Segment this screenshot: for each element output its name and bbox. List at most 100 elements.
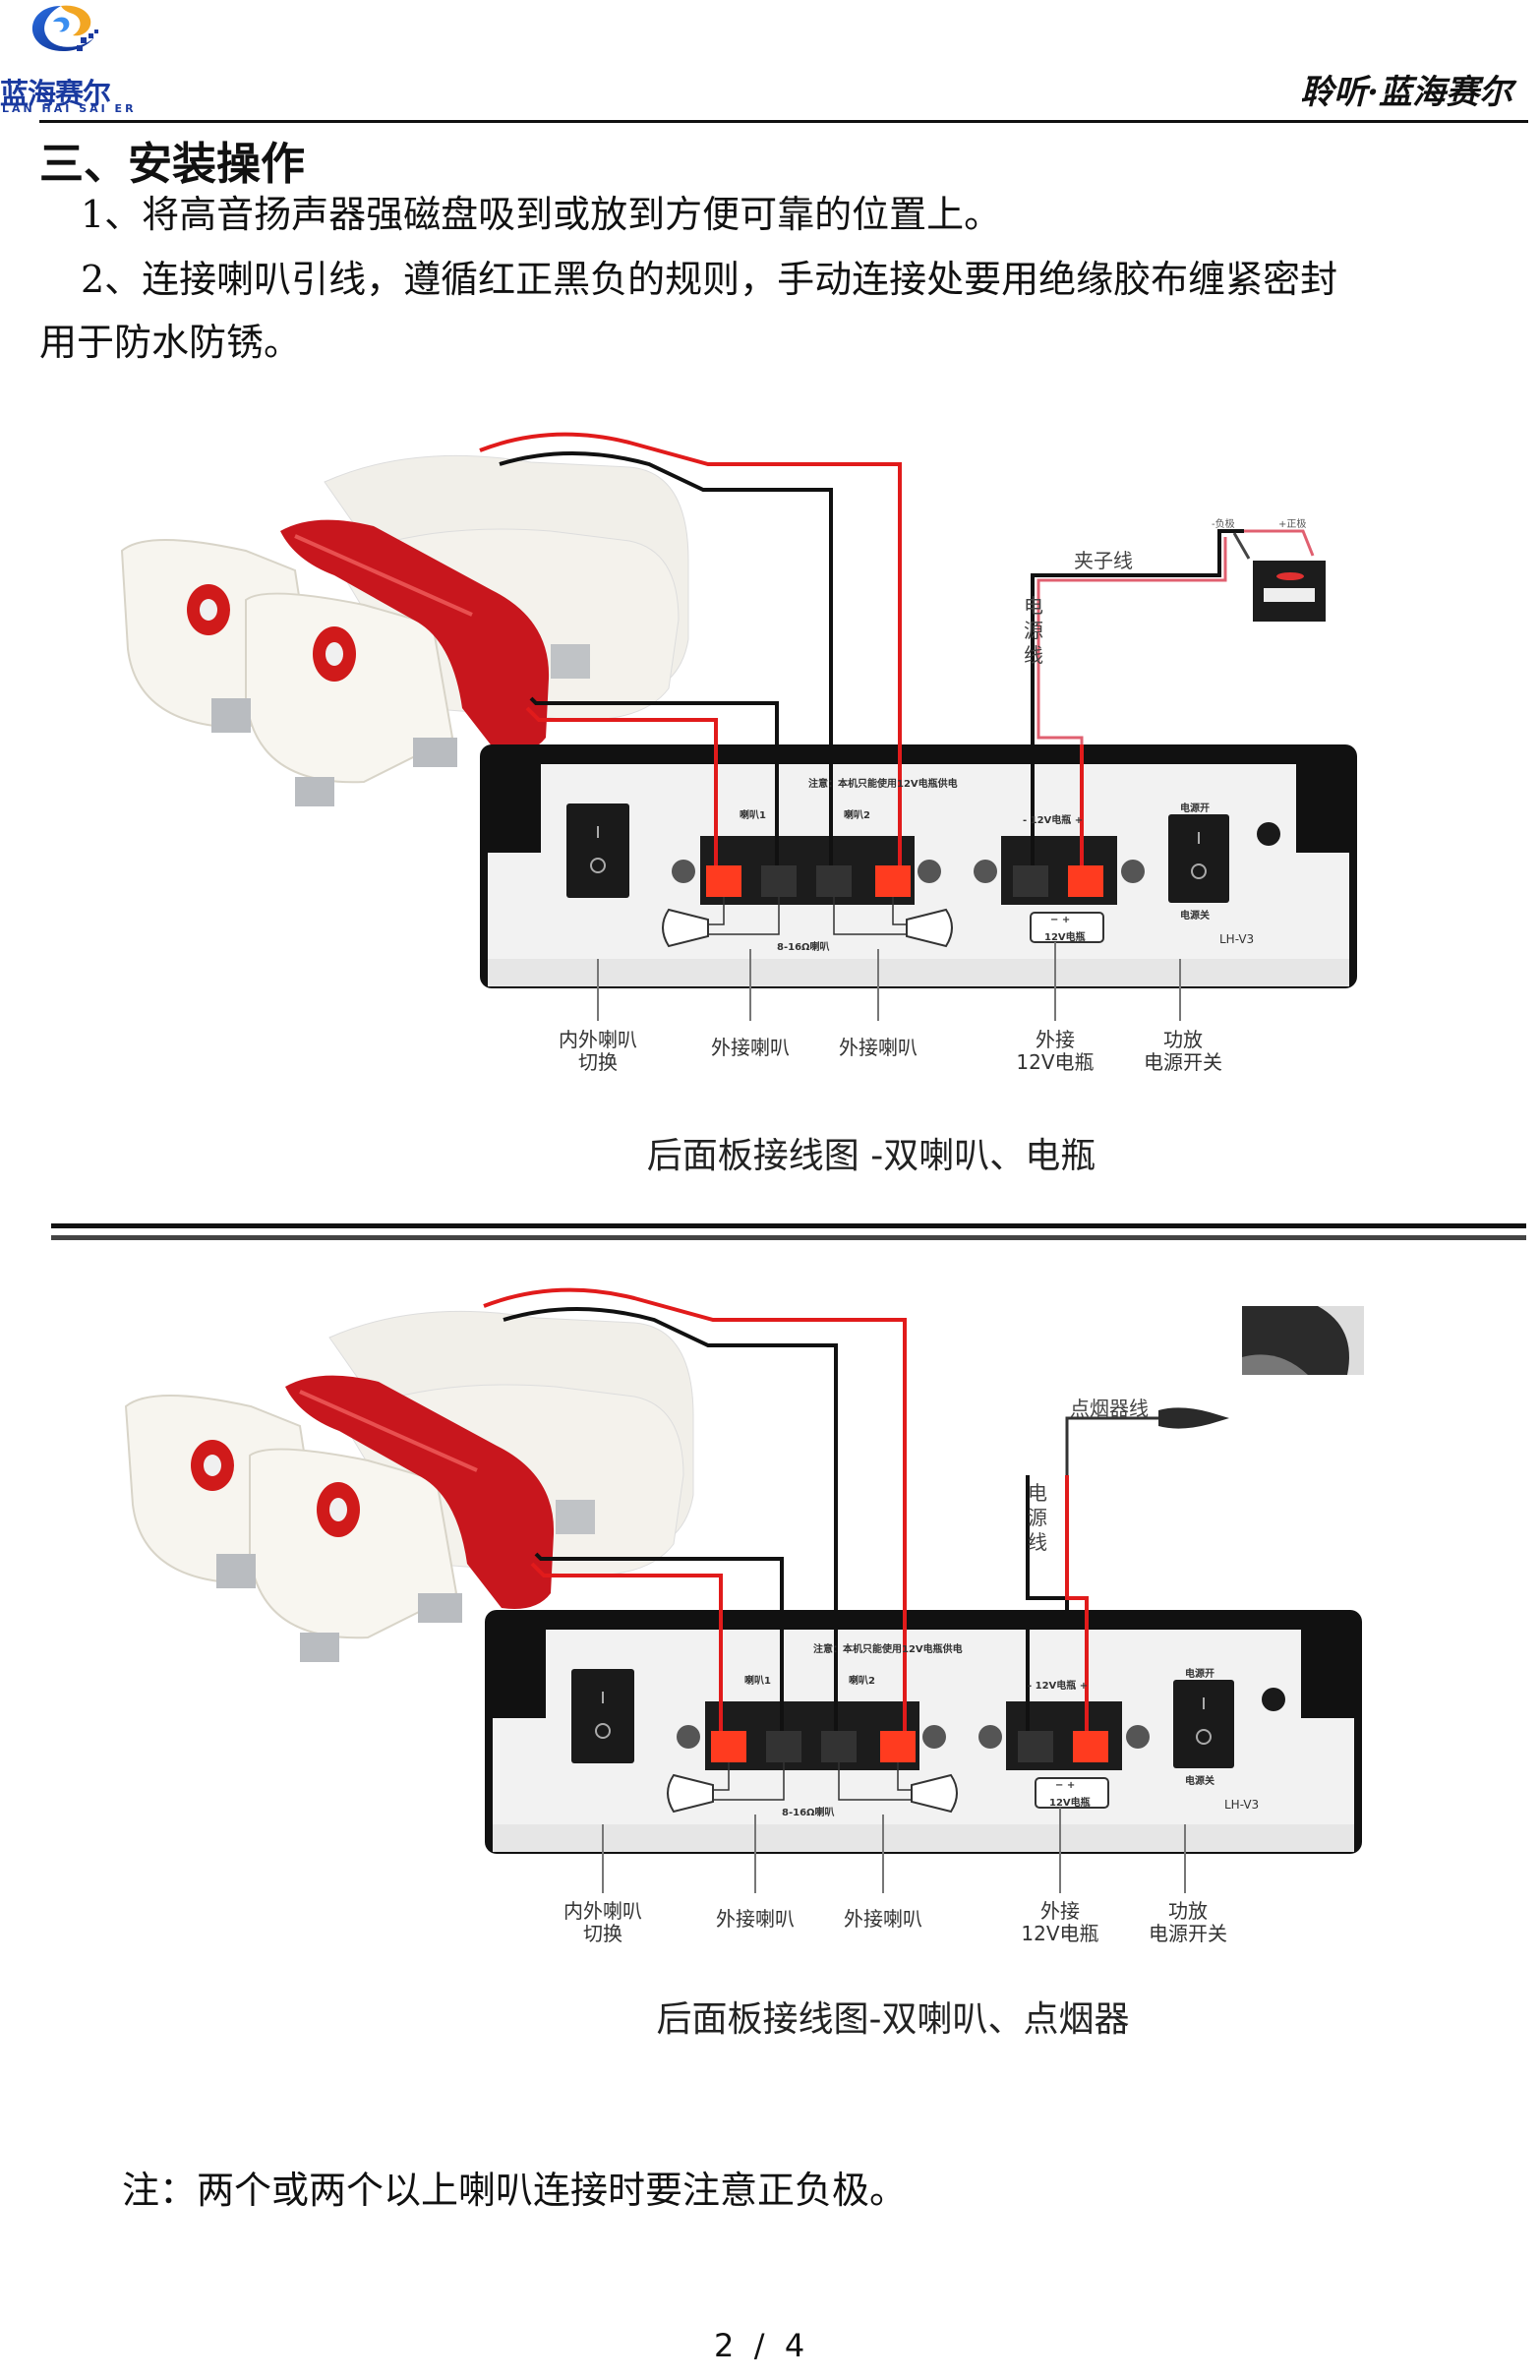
callout-external-speaker-1: 外接喇叭 [711,1037,790,1059]
panel-switch-off-label: 电源关 [1185,1776,1214,1787]
panel-power-input-label: - 12V电瓶 + [1028,1681,1089,1692]
speaker2-positive-terminal [880,1731,916,1762]
speaker2-positive-terminal [875,865,911,897]
speaker1-positive-terminal [711,1731,746,1762]
callout-line: 外接 [1035,1028,1075,1051]
wire-speaker1-negative [529,696,779,747]
panel-warning: 注意：本机只能使用12V电瓶供电 [813,1644,963,1655]
power-wire-negative [1031,529,1244,747]
power-switch [1168,814,1229,903]
logo-text-en: LAN HAI SAI ER [2,102,137,115]
panel-battery-label: 12V电瓶 [1049,1798,1091,1809]
callout-line: 切换 [583,1922,622,1945]
panel-speaker1-label: 喇叭1 [740,810,766,821]
panel-warning: 注意：本机只能使用12V电瓶供电 [808,779,958,790]
power-wire-label-char: 电 [1024,594,1043,618]
wire-speaker1-positive [530,1562,723,1613]
callout-line: 外接喇叭 [844,1907,922,1931]
panel-battery-sign: − + [1050,915,1071,925]
section-title: 三、安装操作 [39,138,306,190]
panel-model-label: LH-V3 [1219,932,1255,946]
twin-horn-speaker-icon [120,454,689,806]
callout-line: 功放 [1163,1028,1203,1051]
section-divider [51,1235,1526,1240]
callout-line: 切换 [578,1050,618,1074]
battery-symbol-box [1030,912,1104,943]
speaker1-negative-terminal [766,1731,801,1762]
speaker-symbol-icon [662,908,709,948]
wiring-diagram-cigarette-lighter: 点烟器线 电 源 线 注意：本机只能使用12V电瓶供电 喇叭1 喇叭2 8-16… [0,1279,1540,2065]
panel-switch-on-label: 电源开 [1185,1669,1214,1680]
section-divider [51,1223,1526,1228]
power-positive-terminal [1068,865,1103,897]
power-wire-label-char: 线 [1028,1530,1047,1554]
callout-line: 外接 [1039,1899,1080,1923]
instruction-step-2: 2、连接喇叭引线，遵循红正黑负的规则，手动连接处要用绝缘胶布缠紧密封 [81,258,1338,301]
power-wire-label-char: 源 [1024,619,1043,642]
amplifier-rear-panel [480,744,1357,988]
cigarette-lighter-plug-icon [1158,1407,1229,1429]
battery-negative-label: -负极 [1212,519,1235,530]
power-positive-terminal [1073,1731,1108,1762]
panel-switch-on-label: 电源开 [1180,803,1210,814]
polarity-note: 注：两个或两个以上喇叭连接时要注意正负极。 [122,2169,908,2212]
wire-speaker2-positive [483,1287,907,1613]
power-wire-label: 电 源 线 [1023,594,1044,668]
power-wire-label-char: 线 [1024,643,1043,667]
logo-text-cn: 蓝海赛尔 [0,77,111,110]
wire-speaker1-positive [525,706,718,747]
header-slogan: 聆听·蓝海赛尔 [1300,73,1512,112]
header-divider [39,120,1528,123]
battery-symbol-box [1035,1777,1109,1809]
power-led-hole [1257,822,1280,846]
speaker-symbol-icon [906,908,953,948]
power-led-hole [1262,1688,1285,1711]
lighter-wire [1065,1416,1160,1613]
twin-horn-speaker-icon [124,1310,694,1662]
diagram1-caption: 后面板接线图 -双喇叭、电瓶 [646,1136,1096,1176]
internal-external-switch [571,1669,634,1763]
callout-line: 外接喇叭 [711,1036,790,1059]
clip-wire-label: 夹子线 [1074,549,1133,572]
panel-speaker1-label: 喇叭1 [744,1676,771,1687]
brand-swirl-logo-icon [31,5,98,52]
panel-speaker2-label: 喇叭2 [849,1676,875,1687]
panel-model-label: LH-V3 [1224,1798,1260,1812]
page-number: 2 / 4 [714,2327,805,2364]
car-battery-icon [1253,561,1326,622]
power-wire-positive [1037,537,1227,747]
callout-power-switch: 功放电源开关 [1144,1029,1222,1074]
callout-line: 电源开关 [1144,1050,1222,1074]
callout-external-speaker-2: 外接喇叭 [844,1908,922,1931]
panel-power-input-label: - 12V电瓶 + [1023,815,1084,826]
panel-battery-label: 12V电瓶 [1044,932,1086,943]
panel-switch-off-label: 电源关 [1180,911,1210,922]
diagram2-caption: 后面板接线图-双喇叭、点烟器 [656,1999,1130,2040]
speaker-symbol-icon [911,1773,958,1814]
wiring-diagram-lighter-graphic [124,1287,1364,1893]
callout-line: 电源开关 [1149,1922,1227,1945]
callout-line: 内外喇叭 [559,1028,637,1051]
callout-line: 12V电瓶 [1016,1050,1095,1074]
internal-external-switch [566,803,629,898]
wire-speaker1-negative [534,1552,784,1613]
callout-line: 12V电瓶 [1021,1922,1099,1945]
instruction-step-2-continued: 用于防水防锈。 [39,321,302,364]
speaker2-negative-terminal [816,865,852,897]
panel-speaker-spec: 8-16Ω喇叭 [782,1808,835,1818]
callout-line: 外接喇叭 [716,1907,795,1931]
power-switch [1173,1680,1234,1768]
panel-speaker-spec: 8-16Ω喇叭 [777,942,830,953]
power-wire-label-char: 电 [1028,1481,1047,1505]
power-negative-terminal [1018,1731,1053,1762]
callout-line: 外接喇叭 [839,1036,918,1059]
power-negative-terminal [1013,865,1048,897]
lighter-wire-label: 点烟器线 [1070,1397,1149,1420]
callout-internal-external-switch: 内外喇叭切换 [563,1900,642,1945]
callout-external-speaker-2: 外接喇叭 [839,1037,918,1059]
wire-speaker2-negative [499,451,833,747]
battery-positive-label: +正极 [1278,519,1307,530]
wire-speaker2-negative [503,1307,838,1613]
callout-line: 内外喇叭 [563,1899,642,1923]
